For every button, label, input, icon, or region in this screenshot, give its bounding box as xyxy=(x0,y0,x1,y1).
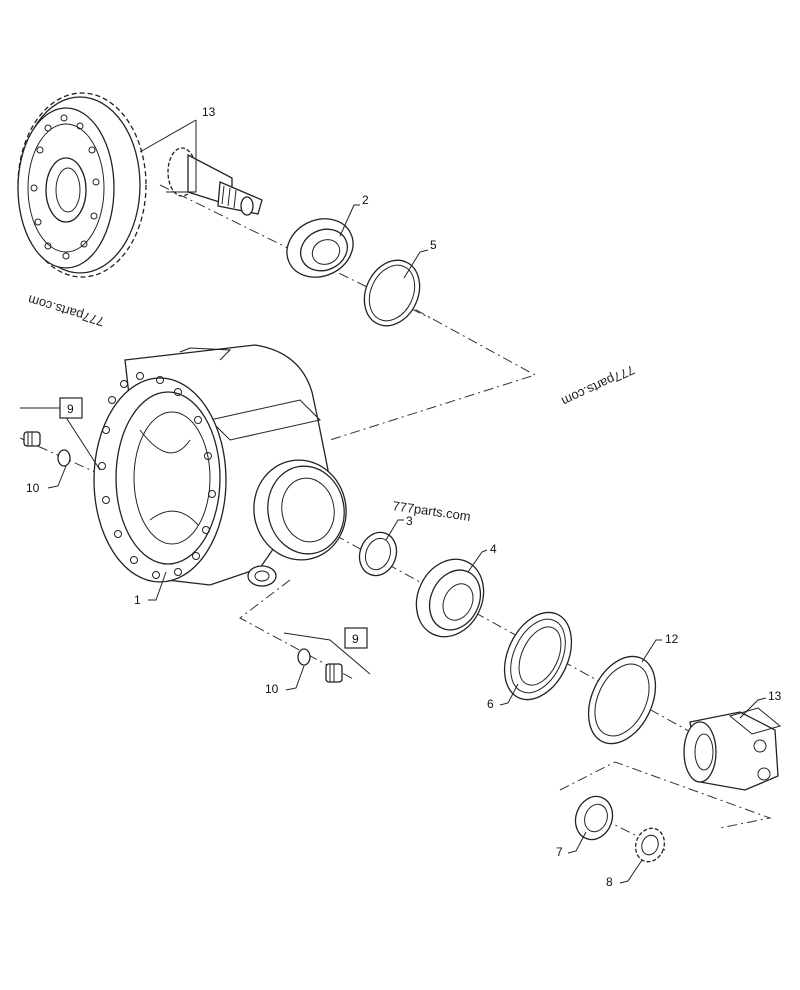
oil-seal xyxy=(503,611,573,701)
watermark-right: 777parts.com xyxy=(559,362,637,409)
callout-5: 5 xyxy=(430,238,437,252)
callout-11: 13 xyxy=(202,105,216,119)
callout-13: 13 xyxy=(768,689,782,703)
callout-6: 6 xyxy=(487,697,494,711)
washer xyxy=(574,795,614,841)
callout-3: 3 xyxy=(406,514,413,528)
callout-12: 12 xyxy=(665,632,679,646)
yoke-flange xyxy=(683,707,782,791)
callout-9-lower: 9 xyxy=(352,632,359,646)
callout-10-lower: 10 xyxy=(265,682,279,696)
bearing-cone xyxy=(286,218,354,278)
dust-shield xyxy=(587,655,657,745)
callout-7: 7 xyxy=(556,845,563,859)
plug-and-oring-lower xyxy=(297,648,343,683)
ring-gear-and-pinion xyxy=(17,92,263,278)
callout-8: 8 xyxy=(606,875,613,889)
callout-labels: 13 2 5 1 3 4 6 12 13 7 8 10 10 9 9 xyxy=(26,105,782,889)
nut xyxy=(634,827,666,863)
leader-lines xyxy=(20,119,767,884)
plug-and-oring-upper xyxy=(23,431,71,467)
callout-10-upper: 10 xyxy=(26,481,40,495)
bearing-cup xyxy=(358,531,398,577)
callout-9-upper-box xyxy=(59,397,83,419)
ring-shim xyxy=(363,259,421,327)
callout-2: 2 xyxy=(362,193,369,207)
watermark-upper-left: 777parts.com xyxy=(26,292,106,329)
pinion-bearing xyxy=(415,558,485,638)
differential-housing xyxy=(93,344,347,587)
callout-1: 1 xyxy=(134,593,141,607)
callout-9-lower-box xyxy=(344,627,368,649)
callout-9-upper: 9 xyxy=(67,402,74,416)
callout-4: 4 xyxy=(490,542,497,556)
